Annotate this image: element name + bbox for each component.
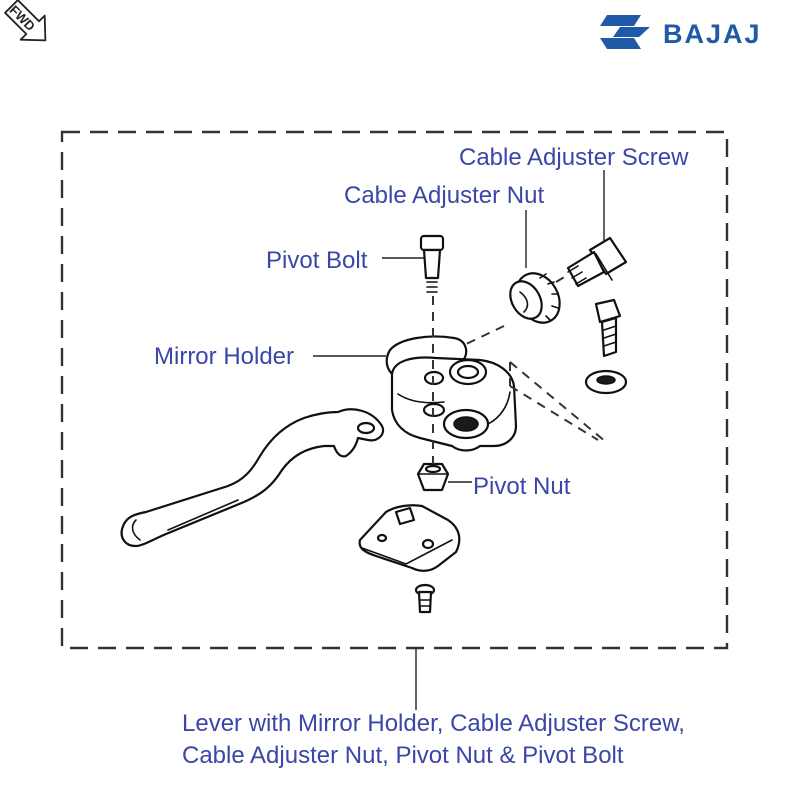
cable-adjuster-screw	[566, 236, 628, 288]
caption-line-1: Lever with Mirror Holder, Cable Adjuster…	[182, 710, 685, 737]
pivot-nut	[416, 462, 450, 492]
label-pivot-bolt: Pivot Bolt	[266, 247, 368, 274]
fwd-badge: FWD	[4, 0, 47, 42]
caption-line-2: Cable Adjuster Nut, Pivot Nut & Pivot Bo…	[182, 742, 624, 769]
forward-arrow-icon	[4, 0, 47, 42]
label-cable-adjuster-screw: Cable Adjuster Screw	[459, 144, 689, 171]
assembly-lines	[432, 275, 607, 464]
bajaj-emblem-icon	[600, 15, 650, 49]
label-cable-adjuster-nut: Cable Adjuster Nut	[344, 182, 544, 209]
housing-screw	[414, 583, 436, 614]
lever-arm	[120, 408, 385, 548]
mount-bolt	[594, 298, 622, 358]
assembly-frame	[60, 130, 729, 650]
mirror-holder-body	[385, 335, 518, 452]
leader-lines	[313, 170, 605, 710]
label-mirror-holder: Mirror Holder	[154, 343, 294, 370]
cable-adjuster-nut	[509, 272, 561, 324]
switch-housing	[358, 504, 461, 572]
brand-logo: BAJAJ	[600, 15, 762, 49]
brand-name: BAJAJ	[663, 19, 762, 49]
pivot-bolt	[419, 234, 445, 293]
washer	[584, 369, 628, 395]
label-pivot-nut: Pivot Nut	[473, 473, 571, 500]
